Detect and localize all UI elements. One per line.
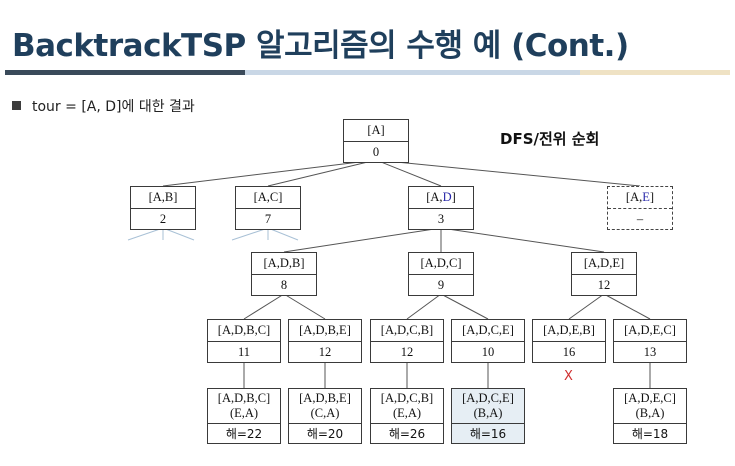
node-ae: [A,E] – bbox=[607, 186, 673, 230]
node-adb: [A,D,B] 8 bbox=[251, 252, 317, 296]
node-adce: [A,D,C,E] 10 bbox=[451, 319, 525, 363]
node-ad: [A,D] 3 bbox=[408, 186, 474, 230]
node-value: 11 bbox=[237, 344, 251, 359]
leaf-rest-text: (E,A) bbox=[229, 406, 259, 420]
leaf-node-2: [A,D,B,E](C,A) 해=20 bbox=[288, 388, 362, 444]
node-ade: [A,D,E] 12 bbox=[571, 252, 637, 296]
leaf-result: 해=26 bbox=[388, 427, 426, 441]
bullet-text: tour = [A, D]에 대한 결과 bbox=[32, 99, 195, 115]
leaf-result: 해=18 bbox=[631, 427, 669, 441]
title-rule-dark bbox=[5, 70, 245, 75]
node-path-suffix: ] bbox=[451, 190, 456, 204]
node-value: 12 bbox=[597, 277, 611, 292]
title-rule-tan bbox=[580, 70, 730, 75]
node-path: [A,D,C,E] bbox=[452, 320, 524, 342]
edge-ab-stub-1 bbox=[127, 227, 164, 241]
leaf-path-text: [A,D,B,E] bbox=[299, 391, 351, 405]
node-value: 7 bbox=[264, 211, 272, 226]
node-path: [A,D,E] bbox=[572, 253, 636, 275]
node-value: 10 bbox=[481, 344, 495, 359]
node-path: [A,D,C] bbox=[409, 253, 473, 275]
leaf-node-5: [A,D,E,C](B,A) 해=18 bbox=[613, 388, 687, 444]
leaf-node-1: [A,D,B,C](E,A) 해=22 bbox=[207, 388, 281, 444]
node-path: [A,C] bbox=[236, 187, 300, 209]
leaf-rest-text: (E,A) bbox=[392, 406, 422, 420]
traversal-label: DFS/전위 순회 bbox=[500, 130, 600, 148]
node-path: [A] bbox=[344, 120, 408, 142]
node-path: [A,D,E,C] bbox=[614, 320, 686, 342]
node-value: 12 bbox=[318, 344, 332, 359]
edge-root-ae bbox=[375, 159, 641, 187]
node-root: [A] 0 bbox=[343, 119, 409, 163]
leaf-result: 해=22 bbox=[225, 427, 263, 441]
node-path: [A,D,E,B] bbox=[533, 320, 605, 342]
node-path: [A,B] bbox=[131, 187, 195, 209]
leaf-path-text: [A,D,C,B] bbox=[380, 391, 434, 405]
node-ac: [A,C] 7 bbox=[235, 186, 301, 230]
leaf-path-text: [A,D,C,E] bbox=[462, 391, 514, 405]
edge-root-ab bbox=[162, 159, 377, 187]
node-path-suffix: ] bbox=[649, 190, 655, 204]
edge-ad-ade bbox=[440, 227, 605, 253]
edge-adb-adbe bbox=[283, 293, 326, 320]
edge-adc-adce bbox=[440, 293, 489, 320]
node-path: [A,D,B,E] bbox=[289, 320, 361, 342]
node-path-prefix: [A, bbox=[625, 190, 643, 204]
edge-ac-stub-3 bbox=[267, 227, 299, 241]
node-value: 12 bbox=[400, 344, 414, 359]
edge-ac-stub-1 bbox=[231, 227, 269, 241]
node-value: 16 bbox=[562, 344, 576, 359]
node-path: [A,D] bbox=[409, 187, 473, 209]
node-ab: [A,B] 2 bbox=[130, 186, 196, 230]
edge-adb-adbc bbox=[243, 293, 285, 320]
node-path-highlight: D bbox=[442, 190, 452, 204]
node-value: – bbox=[636, 211, 644, 226]
node-adec: [A,D,E,C] 13 bbox=[613, 319, 687, 363]
leaf-path: [A,D,C,E](B,A) bbox=[452, 389, 524, 424]
edge-root-ac bbox=[267, 159, 377, 187]
edge-ab-stub-3 bbox=[162, 227, 195, 241]
edge-ade-adeb bbox=[568, 293, 605, 320]
leaf-path: [A,D,B,C](E,A) bbox=[208, 389, 280, 424]
pruned-mark: X bbox=[564, 369, 573, 384]
edge-ad-adb bbox=[283, 227, 442, 253]
leaf-path-text: [A,D,E,C] bbox=[624, 391, 676, 405]
node-adbe: [A,D,B,E] 12 bbox=[288, 319, 362, 363]
leaf-node-4-optimal: [A,D,C,E](B,A) 해=16 bbox=[451, 388, 525, 444]
node-adc: [A,D,C] 9 bbox=[408, 252, 474, 296]
leaf-rest-text: (B,A) bbox=[635, 406, 665, 420]
node-value: 3 bbox=[437, 211, 445, 226]
node-value: 2 bbox=[159, 211, 167, 226]
node-adbc: [A,D,B,C] 11 bbox=[207, 319, 281, 363]
node-path: [A,D,C,B] bbox=[371, 320, 443, 342]
node-value: 13 bbox=[643, 344, 657, 359]
node-path-prefix: [A, bbox=[426, 190, 443, 204]
bullet-square-icon bbox=[12, 101, 21, 110]
node-path: [A,D,B,C] bbox=[208, 320, 280, 342]
node-path: [A,E] bbox=[608, 187, 672, 209]
edge-ade-adec bbox=[603, 293, 651, 320]
leaf-path: [A,D,E,C](B,A) bbox=[614, 389, 686, 424]
slide-title: BacktrackTSP 알고리즘의 수행 예 (Cont.) bbox=[12, 28, 629, 64]
node-adeb: [A,D,E,B] 16 bbox=[532, 319, 606, 363]
leaf-path: [A,D,B,E](C,A) bbox=[289, 389, 361, 424]
leaf-rest-text: (C,A) bbox=[310, 406, 340, 420]
edge-root-ad bbox=[375, 159, 442, 187]
bullet-item: tour = [A, D]에 대한 결과 bbox=[12, 96, 195, 116]
node-path-highlight: E bbox=[642, 190, 650, 204]
leaf-path-text: [A,D,B,C] bbox=[217, 391, 271, 405]
node-value: 9 bbox=[437, 277, 445, 292]
leaf-rest-text: (B,A) bbox=[473, 406, 503, 420]
node-value: 0 bbox=[372, 144, 380, 159]
leaf-node-3: [A,D,C,B](E,A) 해=26 bbox=[370, 388, 444, 444]
leaf-result: 해=20 bbox=[306, 427, 344, 441]
leaf-result: 해=16 bbox=[469, 427, 507, 441]
title-rule-light bbox=[245, 70, 580, 75]
node-adcb: [A,D,C,B] 12 bbox=[370, 319, 444, 363]
leaf-path: [A,D,C,B](E,A) bbox=[371, 389, 443, 424]
node-path: [A,D,B] bbox=[252, 253, 316, 275]
edge-adc-adcb bbox=[406, 293, 442, 320]
node-value: 8 bbox=[280, 277, 288, 292]
